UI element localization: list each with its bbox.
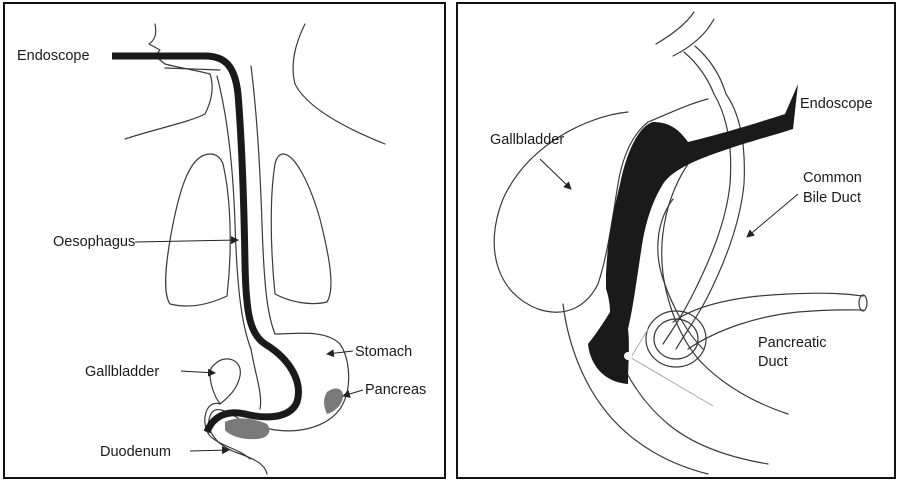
hepatic-duct-branch — [684, 52, 714, 94]
label-stomach: Stomach — [355, 344, 412, 360]
cystic-duct — [648, 99, 708, 122]
label-pancreatic-duct-line2: Duct — [758, 354, 788, 370]
label-gallbladder: Gallbladder — [490, 132, 564, 148]
pancreas-shape — [324, 389, 343, 414]
right-diagram-panel: Endoscope Gallbladder Common Bile Duct P… — [456, 2, 896, 479]
label-endoscope: Endoscope — [17, 48, 90, 64]
label-endoscope: Endoscope — [800, 96, 873, 112]
head-outline — [125, 24, 212, 139]
duodenal-wall-outer — [563, 304, 708, 474]
cannula-line — [628, 356, 713, 406]
arrow-common-bile-duct — [747, 194, 798, 237]
gallbladder-outline — [210, 359, 240, 404]
arrow-pancreas — [343, 390, 363, 396]
arrow-oesophagus — [135, 240, 238, 242]
left-lung — [166, 154, 230, 306]
label-gallbladder: Gallbladder — [85, 364, 159, 380]
duodenal-wall-inner — [662, 164, 788, 414]
arrow-stomach — [327, 351, 353, 354]
ampulla-inner — [654, 319, 698, 359]
pancreatic-duct-upper — [673, 293, 863, 322]
endoscope-tip-light — [624, 352, 632, 360]
pancreas-duodenal-part — [225, 418, 269, 439]
label-cbd-line2: Bile Duct — [803, 190, 861, 206]
hepatic-duct-right — [673, 19, 714, 56]
left-diagram-panel: Endoscope Oesophagus Stomach Gallbladder… — [3, 2, 446, 479]
upper-gi-anatomy-diagram: Endoscope Oesophagus Stomach Gallbladder… — [5, 4, 444, 477]
label-oesophagus: Oesophagus — [53, 234, 135, 250]
arrow-duodenum — [190, 450, 229, 451]
right-lung — [271, 154, 331, 304]
ercp-detail-diagram: Endoscope Gallbladder Common Bile Duct P… — [458, 4, 894, 477]
stomach-inner — [251, 349, 261, 409]
pancreatic-duct-end — [859, 295, 867, 311]
arrow-gallbladder — [540, 159, 571, 189]
cannula-guide — [630, 329, 648, 359]
label-duodenum: Duodenum — [100, 444, 171, 460]
neck-outline-right — [293, 24, 385, 144]
label-pancreatic-duct-line1: Pancreatic — [758, 335, 827, 351]
label-pancreas: Pancreas — [365, 382, 426, 398]
label-cbd-line1: Common — [803, 170, 862, 186]
hepatic-duct-left — [656, 12, 694, 44]
